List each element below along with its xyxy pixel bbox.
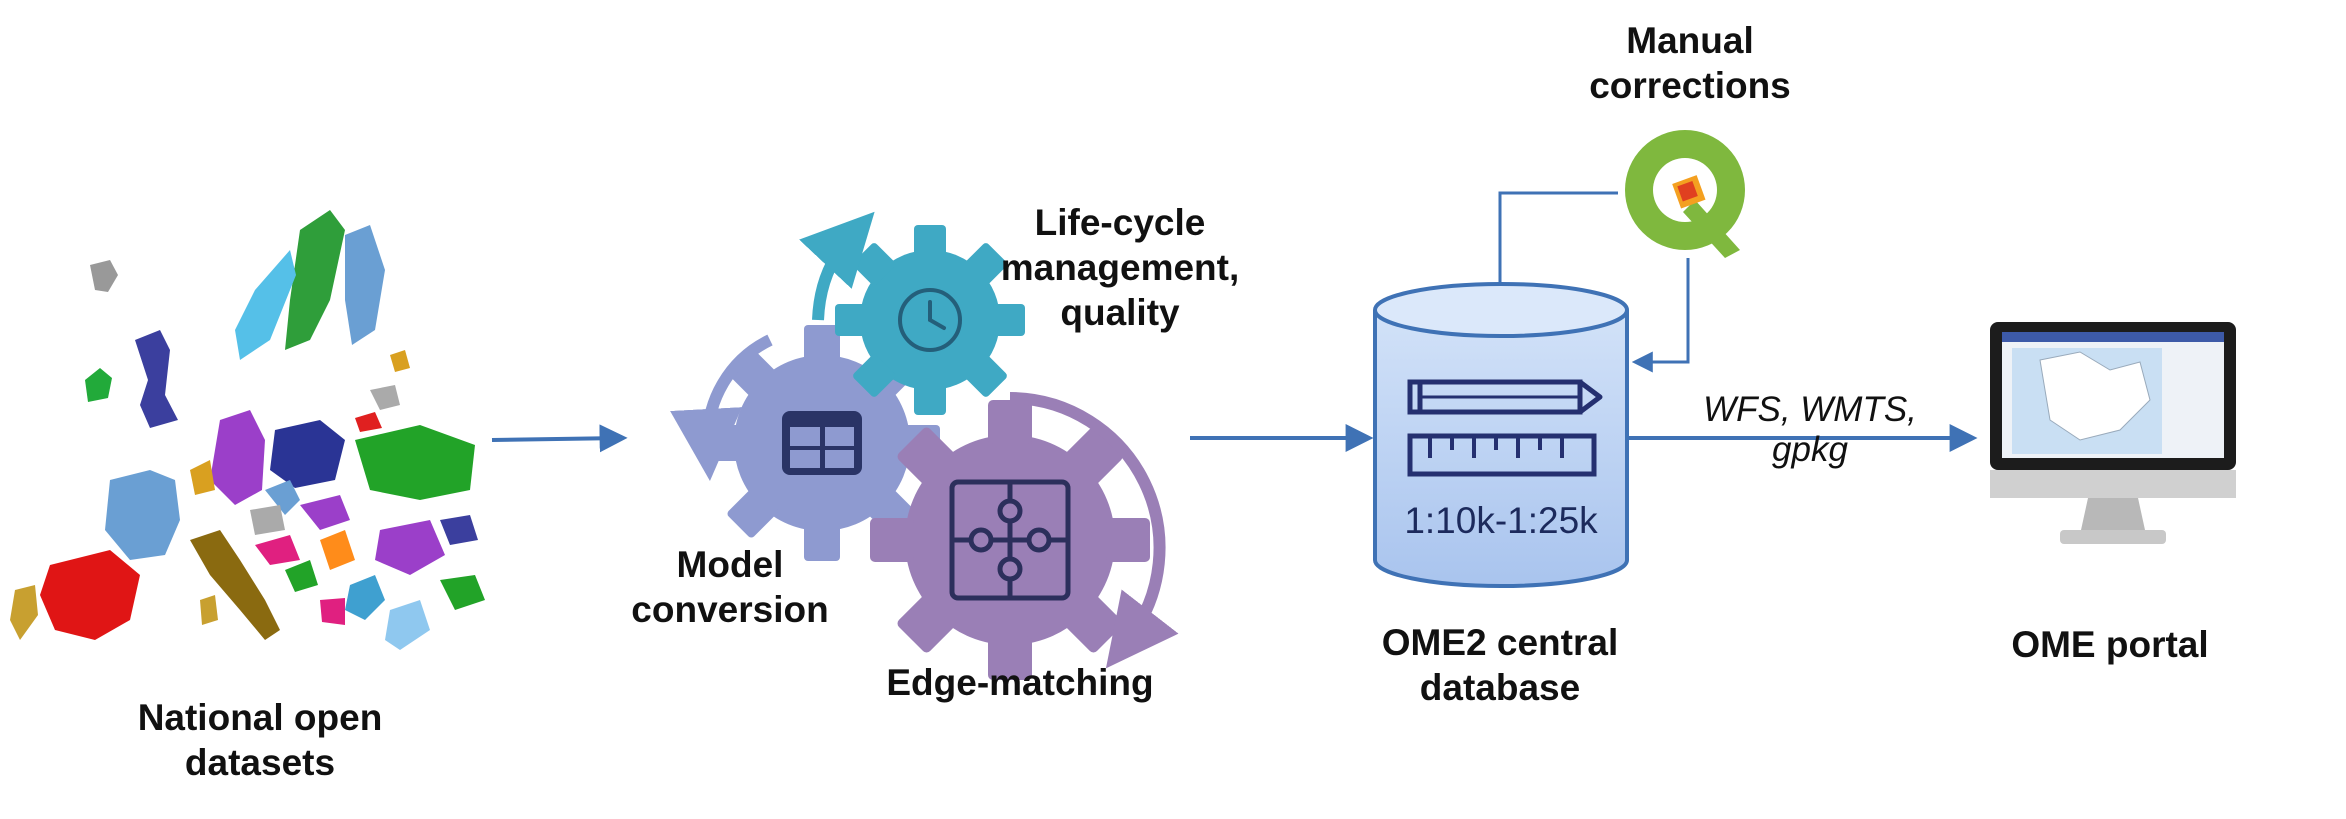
label-life-cycle: Life-cycle management, quality — [1000, 202, 1240, 334]
label-portal: OME portal — [2011, 624, 2209, 665]
label-model-conversion: Model conversion — [631, 544, 829, 631]
gear-clock-icon — [835, 225, 1025, 415]
gear-table-icon — [704, 325, 940, 561]
ruler-icon — [1407, 433, 1597, 477]
cycle-arrow-teal — [799, 211, 875, 321]
cycle-arrow-purple — [1009, 392, 1179, 669]
pencil-icon — [1407, 379, 1603, 415]
cycle-arrow-periwinkle — [670, 334, 773, 481]
arrow-datasets-to-conversion — [491, 424, 628, 453]
label-manual-corrections: Manual corrections — [1589, 20, 1791, 107]
label-edge-matching: Edge-matching — [886, 662, 1154, 703]
database-cylinder-icon — [1373, 282, 1629, 588]
connector-qgis-to-db — [1631, 258, 1690, 373]
label-central-db: OME2 central database — [1381, 622, 1619, 709]
label-formats: WFS, WMTS, gpkg — [1703, 390, 1917, 470]
qgis-logo-icon — [1625, 130, 1745, 258]
connector-db-to-qgis — [1498, 191, 1618, 284]
monitor-icon — [1990, 322, 2236, 544]
label-database-scale: 1:10k-1:25k — [1404, 500, 1598, 541]
europe-map-icon — [10, 210, 485, 650]
gear-puzzle-icon — [870, 400, 1150, 680]
label-national-datasets: National open datasets — [137, 697, 383, 784]
